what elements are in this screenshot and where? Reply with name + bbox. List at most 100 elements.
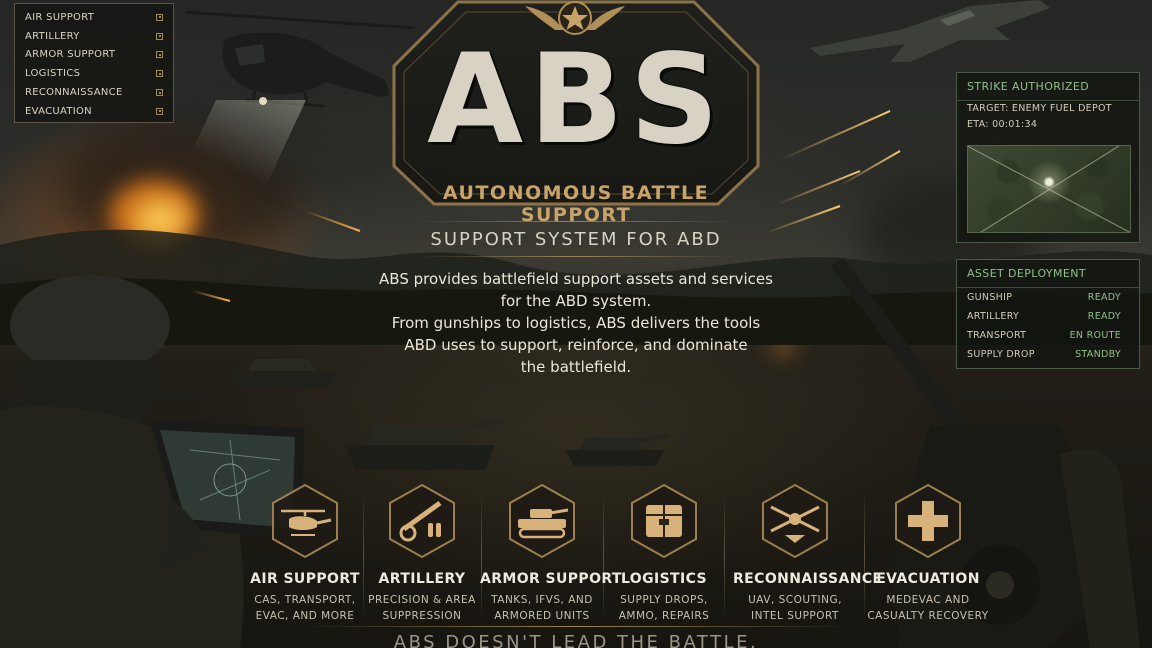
panel-title: ASSET DEPLOYMENT xyxy=(957,260,1139,288)
service-reconnaissance[interactable]: RECONNAISSANCE UAV, SCOUTING, INTEL SUPP… xyxy=(733,483,883,624)
asset-deployment-panel: ASSET DEPLOYMENT GUNSHIP READY ARTILLERY R… xyxy=(956,259,1140,369)
howitzer-silhouette xyxy=(830,259,1140,648)
helicopter-silhouette xyxy=(185,10,415,108)
service-description: PRECISION & AREA SUPPRESSION xyxy=(360,592,484,624)
menu-item-label: ARTILLERY xyxy=(25,30,80,42)
missile-trail xyxy=(779,110,891,161)
description-line: From gunships to logistics, ABS delivers… xyxy=(391,314,761,332)
asset-name: SUPPLY DROP xyxy=(967,349,1035,360)
service-description-line: SUPPLY DROPS, xyxy=(620,594,708,606)
checkbox-icon xyxy=(156,13,163,21)
description-line: for the ABD system. xyxy=(500,292,652,310)
strike-authorized-panel: STRIKE AUTHORIZED TARGET: ENEMY FUEL DEP… xyxy=(956,72,1140,243)
menu-item-label: LOGISTICS xyxy=(25,68,81,80)
service-logistics[interactable]: LOGISTICS SUPPLY DROPS, AMMO, REPAIRS xyxy=(602,483,726,624)
menu-item-logistics[interactable]: LOGISTICS xyxy=(25,64,163,83)
service-artillery[interactable]: ARTILLERY PRECISION & AREA SUPPRESSION xyxy=(360,483,484,624)
separator xyxy=(864,490,865,620)
asset-name: GUNSHIP xyxy=(967,292,1013,303)
menu-item-evacuation[interactable]: EVACUATION xyxy=(25,102,163,121)
service-title: ARMOR SUPPORT xyxy=(480,571,622,587)
strike-target: TARGET: ENEMY FUEL DEPOT xyxy=(967,103,1112,114)
panel-title: STRIKE AUTHORIZED xyxy=(957,73,1139,101)
missile-trail xyxy=(776,170,861,206)
service-description: MEDEVAC AND CASUALTY RECOVERY xyxy=(866,592,990,624)
asset-row: TRANSPORT EN ROUTE xyxy=(957,326,1139,345)
service-title: RECONNAISSANCE xyxy=(733,571,883,587)
page-subtitle: AUTONOMOUS BATTLE SUPPORT xyxy=(442,182,710,226)
checkbox-icon xyxy=(156,70,163,78)
service-title: AIR SUPPORT xyxy=(250,571,360,587)
description-line: the battlefield. xyxy=(520,358,632,376)
service-title: LOGISTICS xyxy=(620,571,708,587)
divider xyxy=(420,221,732,222)
service-description-line: UAV, SCOUTING, xyxy=(748,594,842,606)
service-title: EVACUATION xyxy=(876,571,980,587)
missile-trail xyxy=(838,150,901,187)
menu-item-reconnaissance[interactable]: RECONNAISSANCE xyxy=(25,83,163,102)
medical-cross-icon xyxy=(895,483,961,559)
service-description-line: EVAC, AND MORE xyxy=(255,610,355,622)
menu-item-label: EVACUATION xyxy=(25,105,92,117)
service-title: ARTILLERY xyxy=(378,571,466,587)
asset-row: GUNSHIP READY xyxy=(957,288,1139,307)
separator xyxy=(724,490,725,620)
service-description: TANKS, IFVS, AND ARMORED UNITS xyxy=(480,592,604,624)
service-air-support[interactable]: AIR SUPPORT CAS, TRANSPORT, EVAC, AND MO… xyxy=(243,483,367,624)
divider xyxy=(300,626,852,627)
service-description-line: CASUALTY RECOVERY xyxy=(867,610,989,622)
menu-item-label: AIR SUPPORT xyxy=(25,11,95,23)
drone-icon xyxy=(762,483,828,559)
service-description: SUPPLY DROPS, AMMO, REPAIRS xyxy=(602,592,726,624)
tank-silhouette xyxy=(345,418,504,470)
asset-name: TRANSPORT xyxy=(967,330,1027,341)
winged-star-insignia-icon xyxy=(525,1,625,35)
service-description-line: INTEL SUPPORT xyxy=(751,610,839,622)
service-description-line: ARMORED UNITS xyxy=(494,610,590,622)
checkbox-icon xyxy=(156,51,163,59)
footer-slogan: ABS DOESN'T LEAD THE BATTLE. xyxy=(393,632,759,648)
menu-item-air-support[interactable]: AIR SUPPORT xyxy=(25,8,163,27)
service-evacuation[interactable]: EVACUATION MEDEVAC AND CASUALTY RECOVERY xyxy=(866,483,990,624)
asset-name: ARTILLERY xyxy=(967,311,1020,322)
service-description-line: MEDEVAC AND xyxy=(886,594,970,606)
soldier-silhouette xyxy=(0,275,305,648)
service-description-line: PRECISION & AREA xyxy=(368,594,476,606)
separator xyxy=(363,490,364,620)
fighter-jet-silhouette xyxy=(810,0,1050,62)
supply-crate-icon xyxy=(631,483,697,559)
service-description: CAS, TRANSPORT, EVAC, AND MORE xyxy=(243,592,367,624)
support-menu: AIR SUPPORT ARTILLERY ARMOR SUPPORT LOGI… xyxy=(14,3,174,123)
menu-item-label: RECONNAISSANCE xyxy=(25,87,123,99)
helicopter-icon xyxy=(272,483,338,559)
checkbox-icon xyxy=(156,89,163,97)
asset-row: ARTILLERY READY xyxy=(957,307,1139,326)
artillery-icon xyxy=(389,483,455,559)
description-line: ABD uses to support, reinforce, and domi… xyxy=(404,336,748,354)
separator xyxy=(481,490,482,620)
tagline: SUPPORT SYSTEM FOR ABD xyxy=(430,229,722,250)
service-description-line: SUPPRESSION xyxy=(382,610,462,622)
asset-status: READY xyxy=(1087,292,1121,303)
service-description: UAV, SCOUTING, INTEL SUPPORT xyxy=(733,592,857,624)
asset-status: READY xyxy=(1087,311,1121,322)
asset-row: SUPPLY DROP STANDBY xyxy=(957,345,1139,364)
separator xyxy=(603,490,604,620)
asset-status: STANDBY xyxy=(1075,349,1121,360)
tank-silhouette xyxy=(566,434,669,466)
strike-eta: ETA: 00:01:34 xyxy=(967,119,1038,130)
menu-item-armor-support[interactable]: ARMOR SUPPORT xyxy=(25,46,163,65)
menu-item-artillery[interactable]: ARTILLERY xyxy=(25,27,163,46)
description: ABS provides battlefield support assets … xyxy=(376,268,776,378)
tank-silhouette xyxy=(231,359,339,387)
description-line: ABS provides battlefield support assets … xyxy=(379,270,773,288)
service-armor-support[interactable]: ARMOR SUPPORT TANKS, IFVS, AND ARMORED U… xyxy=(480,483,622,624)
tank-icon xyxy=(509,483,575,559)
page-title: ABS xyxy=(427,28,725,172)
satellite-target-image xyxy=(967,145,1131,233)
checkbox-icon xyxy=(156,107,163,115)
service-description-line: TANKS, IFVS, AND xyxy=(491,594,593,606)
checkbox-icon xyxy=(156,32,163,40)
title-emblem-frame xyxy=(392,0,760,206)
asset-status: EN ROUTE xyxy=(1069,330,1121,341)
